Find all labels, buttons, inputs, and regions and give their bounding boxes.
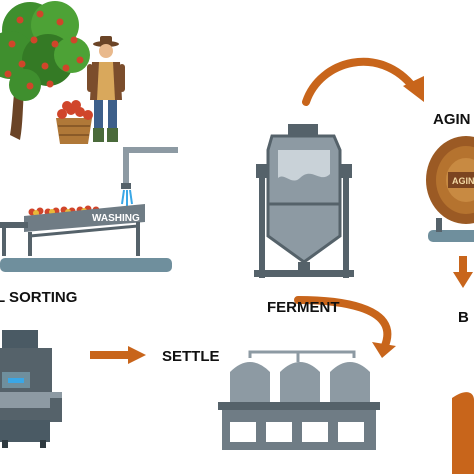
- settling-tanks-icon: [218, 350, 380, 450]
- process-arrow-icon: [90, 57, 474, 474]
- aging-label: AGIN: [433, 111, 471, 128]
- ferment-label: FERMENT: [267, 299, 340, 316]
- apple-tree-icon: [0, 1, 90, 140]
- aging-barrel-icon: AGIN: [426, 136, 474, 242]
- apple-basket-icon: [56, 100, 93, 144]
- washing-machine-text: WASHING: [92, 213, 140, 224]
- sorting-machine-icon: [0, 330, 62, 448]
- sorting-label: L SORTING: [0, 289, 78, 306]
- farmer-icon: [87, 36, 125, 142]
- fermentation-tank-icon: [254, 124, 354, 278]
- settle-label: SETTLE: [162, 348, 220, 365]
- washing-machine-icon: WASHING: [0, 147, 178, 272]
- bottling-label: B: [458, 309, 469, 326]
- barrel-text: AGIN: [452, 176, 474, 186]
